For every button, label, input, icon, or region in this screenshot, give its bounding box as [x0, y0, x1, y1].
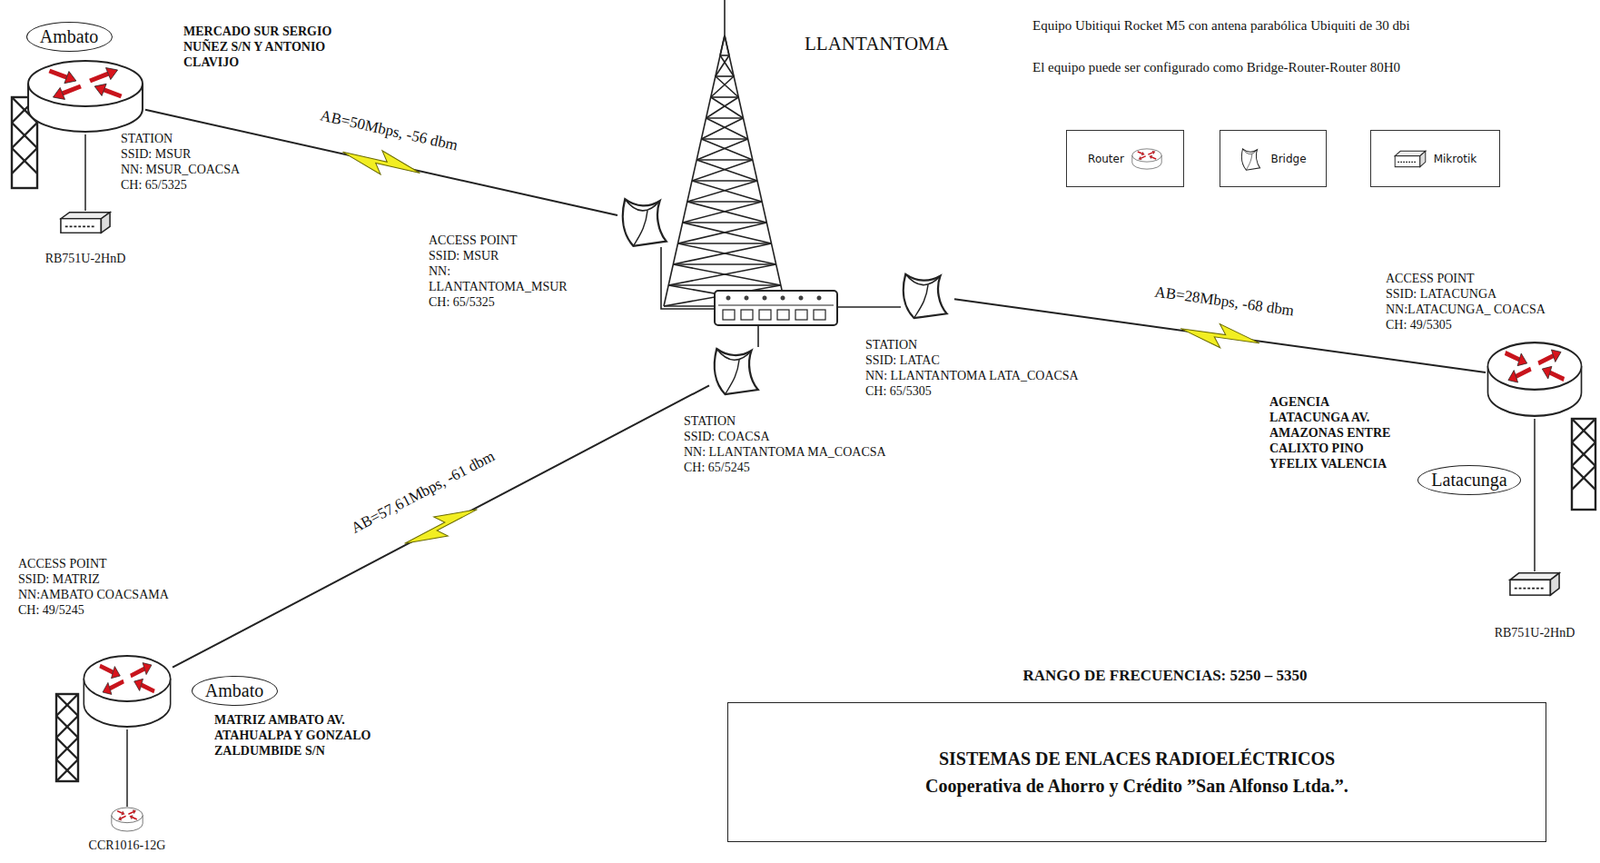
router-icon [25, 58, 146, 135]
device-text: STATION [865, 336, 1079, 353]
radio-link [172, 385, 710, 667]
title-text: SISTEMAS DE ENLACES RADIOELÉCTRICOS [938, 744, 1335, 772]
device-label: ACCESS POINTSSID: LATACUNGANN:LATACUNGA_… [1385, 270, 1546, 333]
legend-item: Mikrotik [1370, 129, 1501, 188]
city-ellipse: Latacunga [1417, 464, 1521, 495]
device-text: NN: LLANTANTOMA MA_COACSA [683, 444, 887, 460]
city-name: Ambato [39, 26, 99, 48]
router-access-point: ACCESS POINTSSID: LATACUNGANN:LATACUNGA_… [1485, 339, 1584, 419]
mikrotik-icon [1393, 149, 1427, 168]
device-text: CH: 65/5325 [428, 294, 568, 310]
device-text: CH: 49/5305 [1385, 316, 1546, 333]
legend-text: Mikrotik [1433, 152, 1478, 166]
device-text: SSID: LATACUNGA [1385, 286, 1546, 302]
device-text: CH: 65/5245 [683, 459, 887, 475]
device-text: SSID: MSUR [120, 146, 240, 162]
router-icon [81, 652, 173, 730]
network-switch [714, 290, 838, 326]
antenna-mast [1571, 418, 1596, 510]
lan-wire [661, 246, 901, 347]
legend-symbol [1239, 146, 1264, 172]
title-box: SISTEMAS DE ENLACES RADIOELÉCTRICOSCoope… [727, 701, 1547, 842]
link-label: AB=28Mbps, -68 dbm [1154, 283, 1296, 321]
mikrotik-icon [59, 210, 112, 235]
device-text: ACCESS POINT [1385, 270, 1546, 287]
city-ellipse: Ambato [191, 675, 278, 706]
note-label: El equipo puede ser configurado como Bri… [1032, 59, 1401, 76]
device-text: CH: 65/5305 [865, 383, 1079, 399]
device-label: CCR1016-12G [88, 837, 167, 853]
legend-symbol [1131, 148, 1163, 170]
cable-link [85, 134, 87, 211]
device-text: NN:AMBATO COACSAMA [18, 586, 169, 603]
device-text: SSID: MSUR [428, 247, 568, 264]
city-name: Ambato [205, 680, 264, 702]
mikrotik-device: RB751U-2HnD [59, 210, 112, 235]
note-label: AGENCIA LATACUNGA AV. AMAZONAS ENTRE CAL… [1269, 394, 1402, 472]
router-access-point: ACCESS POINTSSID: MATRIZNN:AMBATO COACSA… [81, 652, 173, 730]
device-label: ACCESS POINTSSID: MSURNN: LLANTANTOMA_MS… [428, 232, 568, 310]
device-label: STATIONSSID: COACSANN: LLANTANTOMA MA_CO… [683, 413, 887, 475]
device-text: NN: LLANTANTOMA LATA_COACSA [865, 367, 1079, 384]
title-text: Cooperativa de Ahorro y Crédito ”San Alf… [925, 771, 1349, 800]
device-text: NN:LATACUNGA_ COACSA [1385, 301, 1546, 317]
device-text: ACCESS POINT [18, 555, 169, 572]
router-icon [110, 806, 144, 832]
access-point-dish: ACCESS POINTSSID: MSURNN: LLANTANTOMA_MS… [617, 193, 674, 250]
device-label: ACCESS POINTSSID: MATRIZNN:AMBATO COACSA… [18, 555, 169, 618]
device-text: RB751U-2HnD [1494, 624, 1576, 641]
router-icon [1485, 339, 1584, 419]
tower [663, 0, 786, 307]
dish-antenna-icon [898, 268, 955, 322]
link-label: AB=57,61Mbps, -61 dbm [347, 447, 498, 538]
antenna-mast [56, 693, 79, 781]
note-label: Equipo Ubitiqui Rocket M5 con antena par… [1032, 18, 1411, 34]
dish-antenna-icon [709, 343, 766, 398]
city-ellipse: Ambato [26, 21, 113, 52]
device-text: SSID: COACSA [683, 428, 887, 445]
device-label: STATIONSSID: LATACNN: LLANTANTOMA LATA_C… [865, 336, 1079, 399]
link-label: AB=50Mbps, -56 dbm [317, 106, 459, 155]
device-text: NN: LLANTANTOMA_MSUR [428, 263, 568, 295]
ccr-router: CCR1016-12G [110, 806, 144, 832]
router-station: STATIONSSID: MSURNN: MSUR_COACSACH: 65/5… [25, 58, 146, 135]
device-text: CH: 49/5245 [18, 602, 169, 618]
legend-text: Router [1087, 152, 1125, 166]
station-dish: STATIONSSID: COACSANN: LLANTANTOMA MA_CO… [709, 343, 766, 398]
city-name: Latacunga [1431, 469, 1507, 491]
note-label: LLANTANTOMA [804, 36, 949, 52]
legend-item: Router [1066, 129, 1185, 188]
device-text: SSID: MATRIZ [18, 571, 169, 587]
note-label: RANGO DE FRECUENCIAS: 5250 – 5350 [1022, 667, 1307, 683]
station-dish: STATIONSSID: LATACNN: LLANTANTOMA LATA_C… [898, 268, 955, 322]
mikrotik-icon [1508, 571, 1561, 597]
device-text: SSID: LATAC [865, 352, 1079, 368]
cable-link [127, 729, 129, 807]
legend-text: Bridge [1270, 152, 1306, 166]
device-label: RB751U-2HnD [45, 250, 127, 267]
device-text: STATION [120, 130, 240, 147]
dish-antenna-icon [617, 193, 674, 250]
device-text: ACCESS POINT [428, 232, 568, 248]
note-label: MERCADO SUR SERGIO NUÑEZ S/N Y ANTONIO C… [183, 23, 334, 70]
device-label: RB751U-2HnD [1494, 624, 1576, 641]
device-text: NN: MSUR_COACSA [120, 161, 240, 178]
device-text: CCR1016-12G [88, 837, 167, 853]
dish-antenna-icon [1239, 146, 1264, 172]
legend-symbol [1393, 149, 1427, 168]
mikrotik-device: RB751U-2HnD [1508, 571, 1561, 597]
device-text: CH: 65/5325 [120, 177, 240, 193]
router-icon [1131, 148, 1163, 170]
device-text: STATION [683, 413, 887, 429]
device-label: STATIONSSID: MSURNN: MSUR_COACSACH: 65/5… [120, 130, 240, 193]
note-label: MATRIZ AMBATO AV. ATAHUALPA Y GONZALO ZA… [214, 711, 410, 759]
legend-item: Bridge [1219, 129, 1327, 188]
device-text: RB751U-2HnD [45, 250, 127, 267]
cable-link [1534, 418, 1536, 572]
